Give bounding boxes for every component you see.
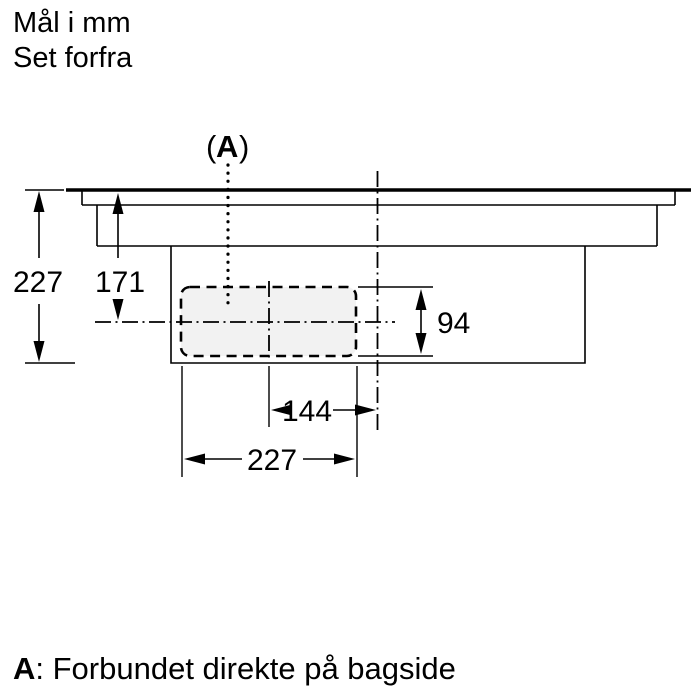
arrowhead-right — [334, 453, 355, 465]
view-note: Set forfra — [13, 42, 133, 74]
dim-value-cutout-width: 227 — [247, 444, 297, 477]
arrowhead-up — [33, 191, 45, 212]
units-note: Mål i mm — [13, 7, 131, 39]
dim-value-height-to-center: 171 — [95, 266, 145, 299]
arrowhead-up — [415, 289, 427, 310]
callout-open-paren: ( — [206, 129, 217, 164]
dim-value-center-offset: 144 — [282, 395, 332, 428]
dim-value-total-height: 227 — [13, 266, 63, 299]
arrowhead-up — [112, 193, 124, 214]
arrowhead-left — [184, 453, 205, 465]
dimension-cutout-width: 227 — [181, 366, 358, 477]
callout-close-paren: ) — [239, 129, 249, 164]
footnote-label: A — [13, 651, 36, 686]
callout-letter: A — [216, 129, 238, 164]
footnote-text: : Forbundet direkte på bagside — [35, 651, 456, 686]
arrowhead-right — [355, 404, 376, 416]
arrowhead-down — [33, 341, 45, 362]
arrowhead-left — [271, 404, 292, 416]
drawing-title: Mål i mm Set forfra — [13, 6, 132, 76]
dimension-height-to-center: 171 — [95, 193, 145, 320]
dim-value-cutout-height: 94 — [437, 307, 470, 340]
dimension-center-offset: 144 — [268, 366, 376, 428]
dimension-total-height: 227 — [13, 189, 75, 364]
dimension-cutout-height: 94 — [358, 286, 470, 357]
callout-A: ( A ) — [206, 129, 249, 164]
arrowhead-down — [415, 333, 427, 354]
hob-outline — [66, 188, 691, 364]
footnote: A: Forbundet direkte på bagside — [13, 651, 456, 687]
arrowhead-down — [112, 299, 124, 320]
